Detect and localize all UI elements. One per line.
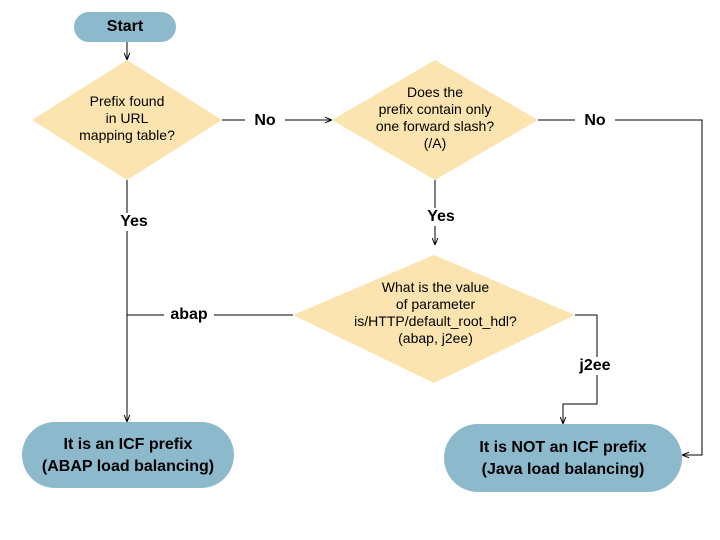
edge-label-j2ee: j2ee xyxy=(570,357,620,375)
edge-q3-j2ee-to-not-icf xyxy=(563,314,598,424)
text-line: What is the value xyxy=(381,279,490,295)
end-icf-text: It is an ICF prefix (ABAP load balancing… xyxy=(22,434,234,478)
edge-label-no-2: No xyxy=(575,112,615,130)
decision-one-slash xyxy=(332,60,538,180)
text-line: mapping table? xyxy=(79,127,175,143)
end-icf-terminal xyxy=(22,422,234,488)
text-line: (Java load balancing) xyxy=(481,461,645,478)
edge-label-no-1: No xyxy=(245,112,285,130)
text-line: (/A) xyxy=(423,135,447,151)
text-line: is/HTTP/default_root_hdl? xyxy=(354,313,517,329)
decision-param-value xyxy=(293,255,575,383)
decision-prefix-found-text: Prefix found in URL mapping table? xyxy=(52,93,202,144)
start-label: Start xyxy=(106,18,144,35)
edge-label-abap: abap xyxy=(164,306,214,324)
text-line: in URL xyxy=(105,110,149,126)
text-line: (abap, j2ee) xyxy=(398,330,473,346)
text-line: It is an ICF prefix xyxy=(63,436,193,453)
text-line: prefix contain only xyxy=(378,101,492,117)
text-line: It is NOT an ICF prefix xyxy=(479,439,647,456)
text-line: (ABAP load balancing) xyxy=(41,458,215,475)
end-not-icf-terminal xyxy=(444,424,682,492)
text-line: one forward slash? xyxy=(375,118,495,134)
decision-prefix-found xyxy=(32,60,222,180)
edge-q2-no-to-not-icf xyxy=(538,119,703,455)
text-line: Prefix found xyxy=(89,93,165,109)
edge-label-yes-2: Yes xyxy=(416,208,466,226)
end-not-icf-text: It is NOT an ICF prefix (Java load balan… xyxy=(444,437,682,481)
edge-label-yes-1: Yes xyxy=(109,213,159,231)
start-terminal xyxy=(74,12,176,42)
text-line: of parameter xyxy=(395,296,476,312)
decision-param-value-text: What is the value of parameter is/HTTP/d… xyxy=(333,279,538,347)
decision-one-slash-text: Does the prefix contain only one forward… xyxy=(350,84,520,152)
text-line: Does the xyxy=(406,84,464,100)
